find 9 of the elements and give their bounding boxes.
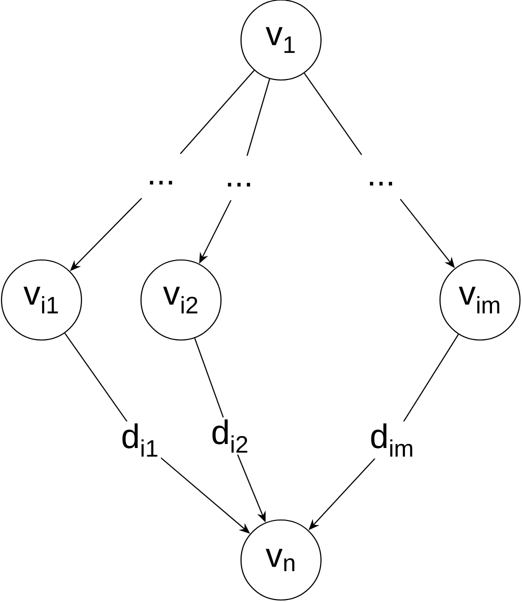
connector-line [304,72,362,156]
ellipsis-text: ... [228,182,250,186]
edge-label: d$_{i1}$ [119,421,161,459]
edge-label: d$_{im}$ [368,421,416,459]
connector-line [180,70,255,154]
ellipsis-text: ... [370,182,392,186]
connector-line [246,78,270,156]
edge-label: d$_{i2}$ [209,417,251,455]
ellipsis-text: ... [150,180,172,184]
